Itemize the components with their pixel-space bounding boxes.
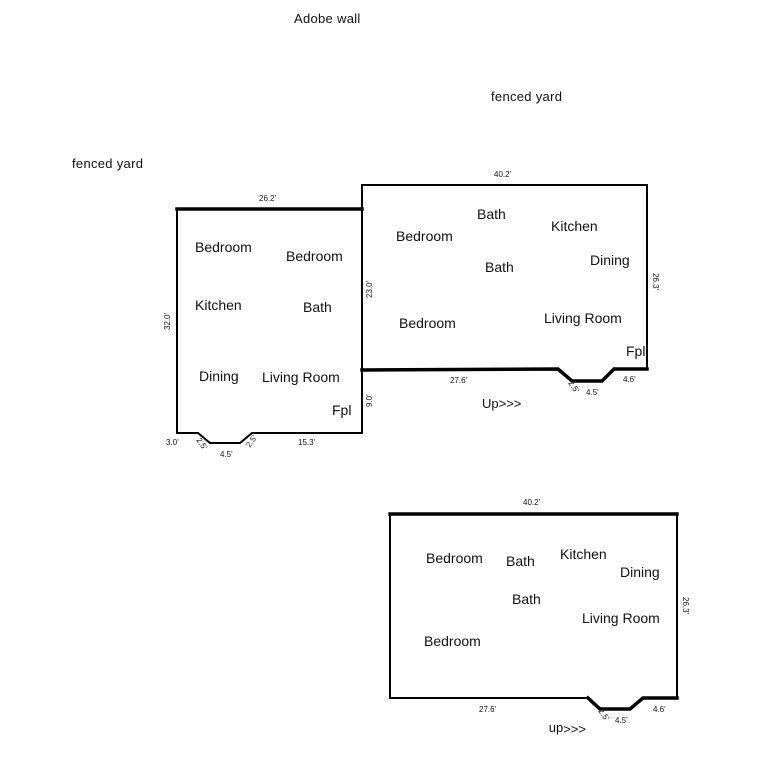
note-fenced-yard-right: fenced yard (491, 89, 562, 104)
lower-unit-bottom-wall-notch (585, 695, 679, 711)
left-unit-bath: Bath (303, 299, 332, 315)
left-unit-dim-bottom-angle-left: 2.5' (194, 436, 209, 452)
note-adobe-wall: Adobe wall (294, 11, 361, 26)
left-unit-living-room: Living Room (262, 369, 340, 385)
left-unit-outline (176, 208, 363, 444)
upper-unit-stairs-up: Up>>> (482, 396, 521, 411)
upper-unit-dim-bottom-right: 4.6' (623, 375, 636, 384)
left-unit-dim-bottom-right: 15.3' (298, 438, 316, 447)
note-fenced-yard-left: fenced yard (72, 156, 143, 171)
left-unit: 26.2' 32.0' 23.0' 9.0' 3.0' 2.5' 4.5' 2.… (163, 194, 374, 459)
lower-unit-bedroom-2: Bedroom (424, 633, 481, 649)
lower-unit-dim-bottom-right: 4.6' (653, 705, 666, 714)
left-unit-dining: Dining (199, 368, 239, 384)
upper-unit-kitchen: Kitchen (551, 218, 598, 234)
upper-unit-dim-right: 26.3' (651, 273, 660, 291)
lower-unit-dim-bottom-left: 27.6' (479, 705, 497, 714)
lower-unit-dim-right: 26.3' (681, 597, 690, 615)
upper-unit-bath-1: Bath (477, 206, 506, 222)
upper-unit-dim-bottom-left: 27.6' (450, 376, 468, 385)
lower-unit-dining: Dining (620, 564, 660, 580)
lower-unit-kitchen: Kitchen (560, 546, 607, 562)
left-unit-dim-bottom-angle-right: 2.5' (244, 433, 259, 449)
lower-unit-bath-1: Bath (506, 553, 535, 569)
lower-unit: 40.2' 26.3' 27.6' 2.5' 4.5' 4.6' Bedroom… (388, 498, 690, 737)
upper-unit-bedroom-1: Bedroom (396, 228, 453, 244)
upper-unit-bath-2: Bath (485, 259, 514, 275)
upper-unit-fireplace: Fpl (626, 343, 645, 359)
left-unit-dim-right-lower: 9.0' (365, 394, 374, 407)
upper-unit-dim-top: 40.2' (494, 170, 512, 179)
left-unit-dim-bottom-notch: 4.5' (220, 450, 233, 459)
lower-unit-bedroom-1: Bedroom (426, 550, 483, 566)
upper-unit-bedroom-2: Bedroom (399, 315, 456, 331)
left-unit-dim-bottom-left: 3.0' (166, 438, 179, 447)
left-unit-bedroom-2: Bedroom (286, 248, 343, 264)
lower-unit-dim-bottom-notch: 4.5' (615, 716, 628, 725)
left-unit-bedroom-1: Bedroom (195, 239, 252, 255)
left-unit-fireplace: Fpl (332, 402, 351, 418)
lower-unit-stairs-down: <<<dn (549, 722, 586, 737)
upper-unit-bottom-wall (360, 367, 649, 383)
left-unit-kitchen: Kitchen (195, 297, 242, 313)
left-unit-dim-right-upper: 23.0' (365, 280, 374, 298)
left-unit-dim-left: 32.0' (163, 312, 172, 330)
upper-unit-dim-bottom-notch: 4.5' (586, 388, 599, 397)
upper-right-unit: 40.2' 26.3' 27.6' 2.5' 4.5' 4.6' Bedroom… (360, 170, 660, 411)
lower-unit-dim-top: 40.2' (523, 498, 541, 507)
upper-unit-living-room: Living Room (544, 310, 622, 326)
lower-unit-bath-2: Bath (512, 591, 541, 607)
left-unit-dim-top: 26.2' (259, 194, 277, 203)
upper-unit-dining: Dining (590, 252, 630, 268)
lower-unit-living-room: Living Room (582, 610, 660, 626)
